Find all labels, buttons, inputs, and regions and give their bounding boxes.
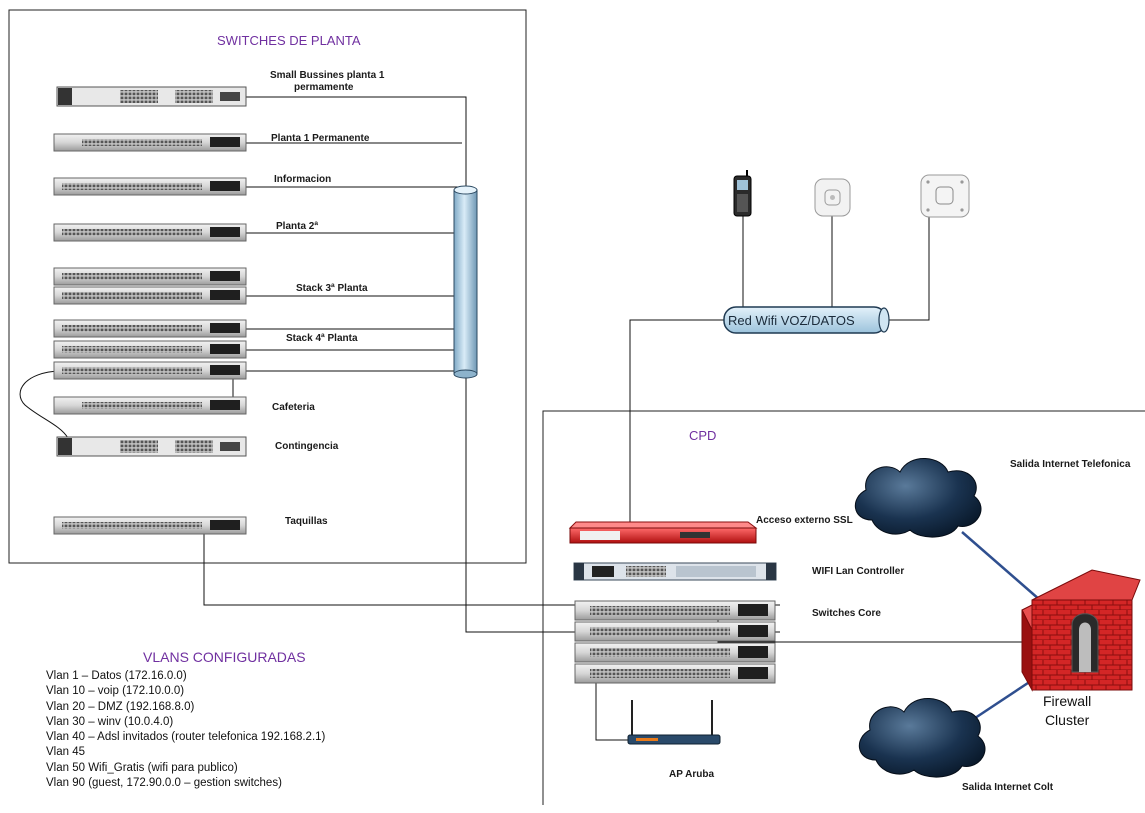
vlan-item: Vlan 90 (guest, 172.90.0.0 – gestion swi… [46,777,282,790]
switches-section-title: SWITCHES DE PLANTA [217,33,361,48]
vlan-item: Vlan 10 – voip (172.10.0.0) [46,685,185,698]
wifi-network-label: Red Wifi VOZ/DATOS [728,313,855,328]
switch-cafeteria [53,396,247,415]
vlan-item: Vlan 40 – Adsl invitados (router telefon… [46,731,326,744]
vlan-item: Vlan 1 – Datos (172.16.0.0) [46,670,187,682]
core-switch-3 [574,642,776,663]
label-wifi-controller: WIFI Lan Controller [812,566,905,577]
switch-stack3-b [53,286,247,305]
wifi-phone-icon [733,170,752,217]
link-wifi-ap2 [886,207,930,321]
label-planta2: Planta 2ª [276,221,319,232]
link-telefonica-firewall [961,531,1041,601]
link-wifi-to-ssl [629,319,724,542]
cpd-area-frame [542,410,1145,805]
link-core-aparuba [595,670,628,741]
internet-cloud-colt [859,698,986,778]
wifi-controller-icon [573,562,777,581]
label-switches-core: Switches Core [812,608,881,619]
ssl-appliance-icon [568,521,758,544]
label-cafeteria: Cafeteria [272,402,315,413]
switch-stack3-a [53,267,247,286]
switch-informacion [53,177,247,196]
access-point-icon [814,178,851,217]
vlan-item: Vlan 20 – DMZ (192.168.8.0) [46,700,195,713]
wifi-network-bus [723,306,890,334]
switches-area-frame [8,9,527,564]
switch-stack4-a [53,319,247,338]
switch-planta2 [53,223,247,242]
switch-planta1 [53,133,247,152]
core-switch-1 [574,600,776,621]
label-small-bussines-line2: permamente [294,82,354,93]
label-ap-aruba: AP Aruba [669,769,715,780]
label-firewall-cluster: Firewall Cluster [1043,692,1091,730]
switch-small-bussines [56,86,247,107]
label-firewall-line2: Cluster [1044,712,1090,728]
switch-taquillas [53,516,247,535]
label-informacion: Informacion [274,174,332,185]
label-firewall-line1: Firewall [1043,693,1092,709]
firewall-cluster-icon [1021,569,1141,692]
core-switch-4 [574,663,776,684]
backbone-bus [453,185,478,379]
label-stack3: Stack 3ª Planta [296,283,368,294]
core-switch-2 [574,621,776,642]
label-salida-colt: Salida Internet Colt [962,782,1054,793]
cpd-section-title: CPD [689,428,717,443]
ap-aruba-icon [627,700,721,745]
vlan-list: Vlan 1 – Datos (172.16.0.0) Vlan 10 – vo… [46,669,325,791]
label-stack4: Stack 4ª Planta [286,333,358,344]
label-acceso-ssl: Acceso externo SSL [756,515,853,526]
label-planta1: Planta 1 Permanente [271,133,370,144]
label-small-bussines-line1: Small Bussines planta 1 [270,70,385,81]
switch-stack4-b [53,340,247,359]
internet-cloud-telefonica [855,458,982,538]
link-stack-to-contingencia [19,370,69,439]
access-point-wall-icon [920,174,970,218]
vlans-section-title: VLANS CONFIGURADAS [143,649,306,665]
vlan-item: Vlan 50 Wifi_Gratis (wifi para publico) [46,761,238,774]
label-contingencia: Contingencia [275,441,339,452]
vlan-item: Vlan 30 – winv (10.0.4.0) [46,715,174,728]
switch-contingencia [56,436,247,457]
label-small-bussines: Small Bussines planta 1 permamente [270,70,385,94]
label-salida-telefonica: Salida Internet Telefonica [1010,459,1131,470]
label-taquillas: Taquillas [285,516,328,527]
vlan-item: Vlan 45 [46,746,86,759]
switch-stack4-c [53,361,247,380]
